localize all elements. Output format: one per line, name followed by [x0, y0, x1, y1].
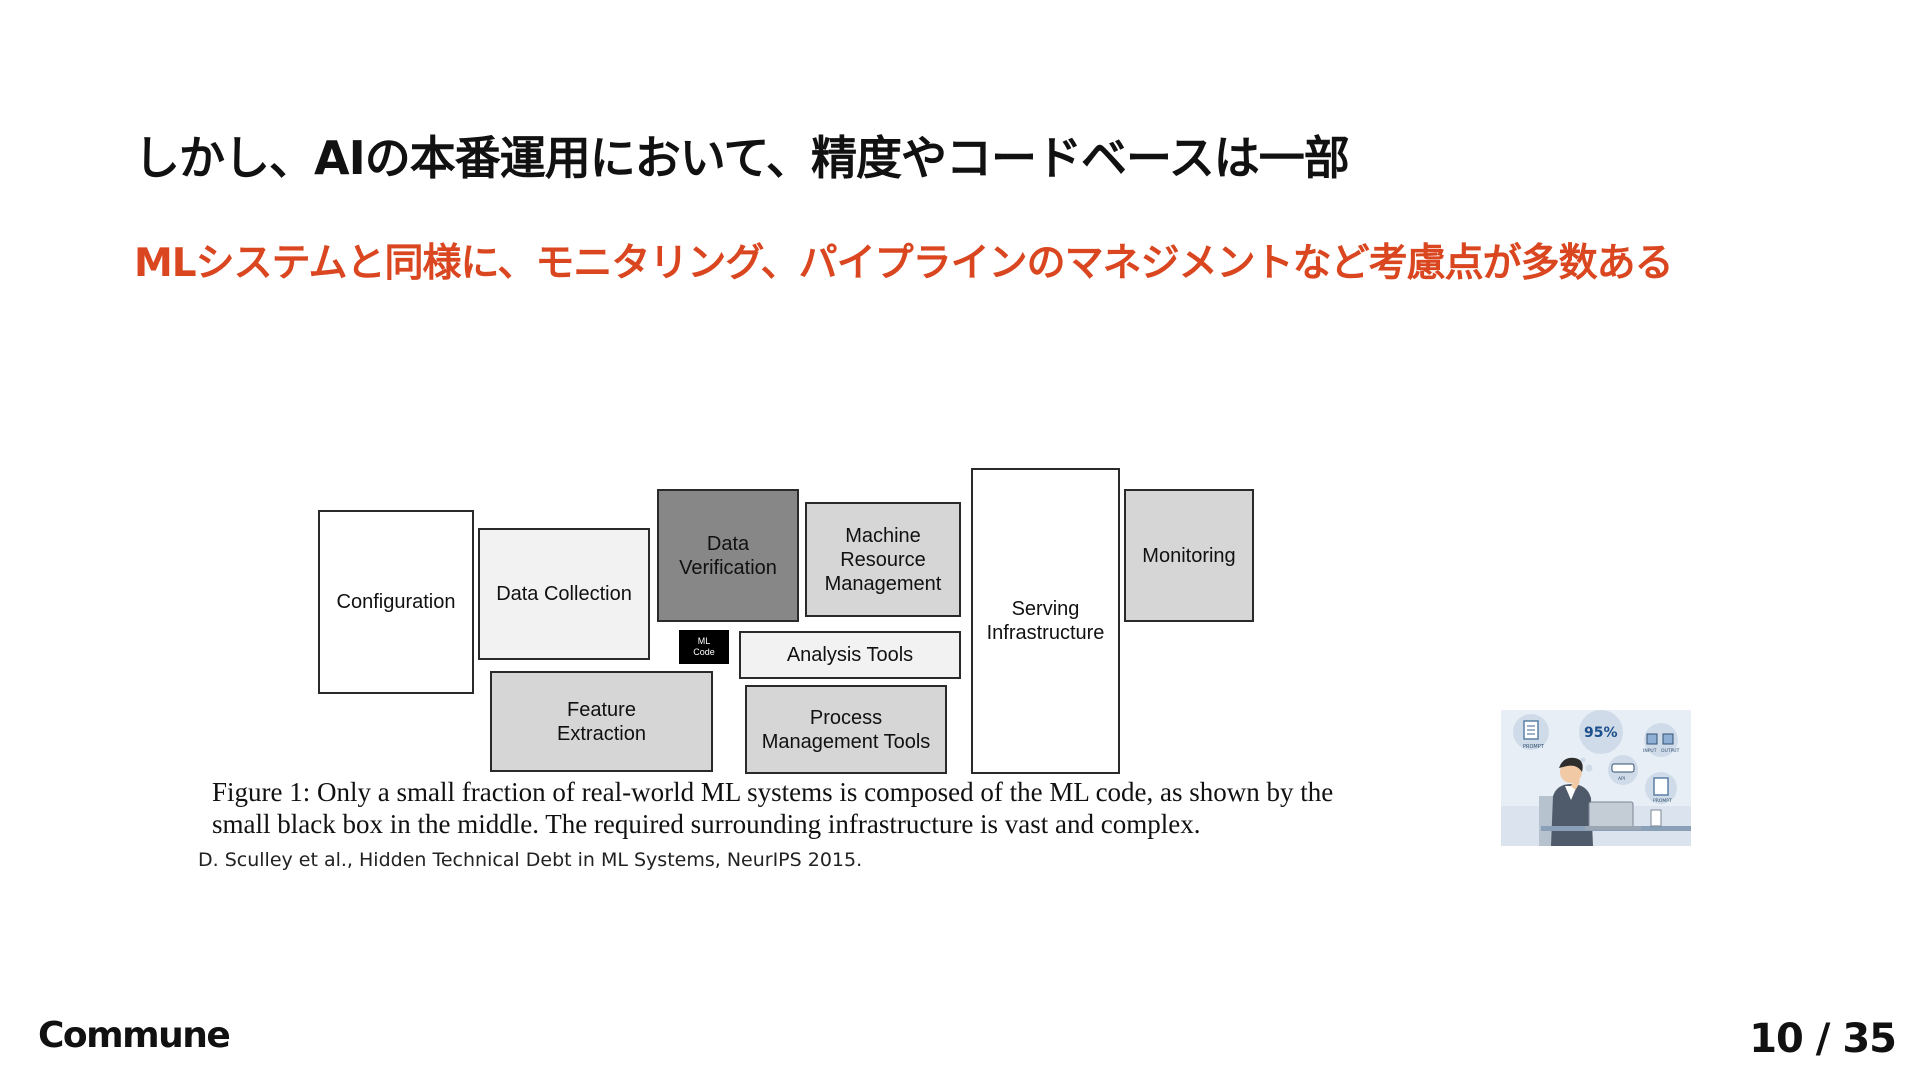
- illustration-label: PROMPT: [1653, 798, 1672, 804]
- monitoring-box: Monitoring: [1124, 489, 1254, 622]
- accuracy-badge: 95%: [1584, 725, 1618, 741]
- analysis-tools-box: Analysis Tools: [739, 631, 961, 679]
- data-verification-box: Data Verification: [657, 489, 799, 622]
- data-collection-box: Data Collection: [478, 528, 650, 660]
- process-management-tools-box: Process Management Tools: [745, 685, 947, 774]
- commune-logo: Commune: [38, 1015, 231, 1056]
- illustration-label: PROMPT: [1523, 744, 1545, 750]
- figure-citation: D. Sculley et al., Hidden Technical Debt…: [198, 849, 863, 871]
- serving-infrastructure-box: Serving Infrastructure: [971, 468, 1120, 774]
- machine-resource-management-box: Machine Resource Management: [805, 502, 961, 617]
- person-at-laptop-icon: PROMPT 95% INPUT OUTPUT API PROMPT: [1501, 710, 1691, 846]
- feature-extraction-box: Feature Extraction: [490, 671, 713, 772]
- person-thinking-illustration: PROMPT 95% INPUT OUTPUT API PROMPT: [1501, 710, 1691, 846]
- illustration-label: INPUT: [1643, 748, 1657, 754]
- slide-subtitle: MLシステムと同様に、モニタリング、パイプラインのマネジメントなど考慮点が多数あ…: [134, 241, 1674, 286]
- illustration-label: API: [1618, 776, 1625, 782]
- configuration-box: Configuration: [318, 510, 474, 694]
- illustration-label: OUTPUT: [1661, 748, 1680, 754]
- ml-code-box: ML Code: [679, 630, 729, 664]
- figure-caption: Figure 1: Only a small fraction of real-…: [212, 777, 1334, 839]
- slide-title: しかし、AIの本番運用において、精度やコードベースは一部: [134, 131, 1350, 185]
- page-number: 10 / 35: [1749, 1016, 1897, 1062]
